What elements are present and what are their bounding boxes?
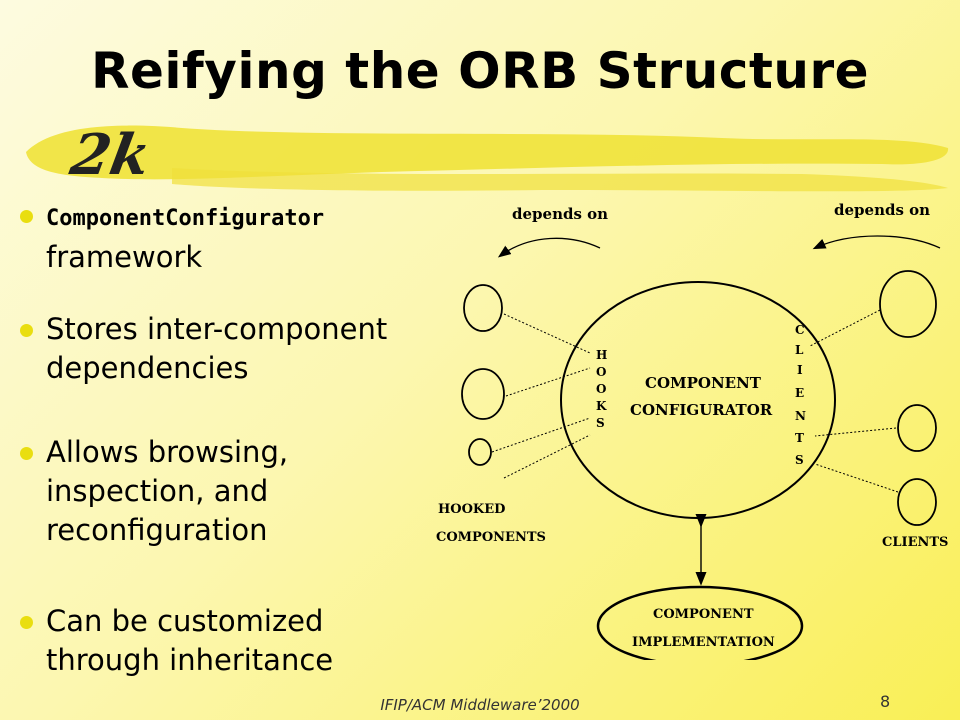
bullet-dot <box>20 324 33 337</box>
hooked-components-label-line1: HOOKED <box>438 502 505 517</box>
client-link <box>814 463 899 493</box>
hooks-letter: K <box>596 399 607 413</box>
configurator-label-line1: COMPONENT <box>645 374 762 392</box>
logo-2k: 2k <box>65 122 155 187</box>
footer-text: IFIP/ACM Middleware’2000 <box>380 696 580 714</box>
bullet-dot <box>20 616 33 629</box>
client-1 <box>879 270 937 338</box>
clients-letter: N <box>795 409 806 423</box>
bullet-code: ComponentConfigurator <box>46 206 325 231</box>
bullet-text-rest: framework <box>46 240 203 274</box>
hooks-letter: O <box>596 365 606 379</box>
component-implementation-ellipse <box>596 585 804 660</box>
bullet-text: Can be customized through inheritance <box>46 604 334 677</box>
hooked-component-1 <box>463 284 503 332</box>
client-2 <box>897 404 937 452</box>
hooked-components-label-line2: COMPONENTS <box>436 530 546 545</box>
clients-label: CLIENTS <box>882 535 948 550</box>
depends-on-left-arrow <box>497 237 601 258</box>
implementation-label-line1: COMPONENT <box>653 607 754 622</box>
brush-stroke-lower <box>172 168 948 192</box>
depends-on-right-label: depends on <box>834 201 930 219</box>
hook-link <box>503 434 591 479</box>
page-number: 8 <box>880 692 891 711</box>
orb-structure-diagram: depends on depends on H O O K S C L I E … <box>436 201 948 660</box>
clients-letter: I <box>797 363 803 377</box>
brush-stroke-logo: 2k <box>26 122 949 192</box>
client-3 <box>897 478 937 526</box>
bullet-text: Stores inter-component dependencies <box>46 312 388 385</box>
slide-title: Reifying the ORB Structure <box>90 42 870 100</box>
clients-label-vertical: C L I E N T S <box>795 323 806 467</box>
bullet-dot <box>20 210 33 223</box>
bullet-text: Allows browsing, inspection, and reconfi… <box>46 435 289 547</box>
hooks-letter: H <box>596 348 607 362</box>
bullet-text: ComponentConfigurator framework <box>46 196 466 277</box>
hook-link <box>503 313 591 354</box>
configurator-label-line2: CONFIGURATOR <box>630 401 773 419</box>
clients-letter: E <box>795 386 804 400</box>
brush-stroke <box>26 125 949 180</box>
bullet-dot <box>20 447 33 460</box>
client-link <box>814 427 897 437</box>
client-link <box>809 309 881 347</box>
hooked-component-3 <box>468 438 492 466</box>
clients-letter: S <box>795 453 804 467</box>
hooks-label: H O O K S <box>596 348 607 430</box>
depends-on-right-arrow <box>812 235 941 250</box>
hooks-letter: O <box>596 382 606 396</box>
clients-letter: L <box>795 343 804 357</box>
hook-link <box>491 417 591 453</box>
clients-letter: T <box>795 431 804 445</box>
hooks-letter: S <box>596 416 605 430</box>
depends-on-left-label: depends on <box>512 205 608 223</box>
hook-link <box>505 367 591 397</box>
clients-letter: C <box>795 323 805 337</box>
hooked-component-2 <box>461 368 505 420</box>
implementation-label-line2: IMPLEMENTATION <box>632 635 775 650</box>
